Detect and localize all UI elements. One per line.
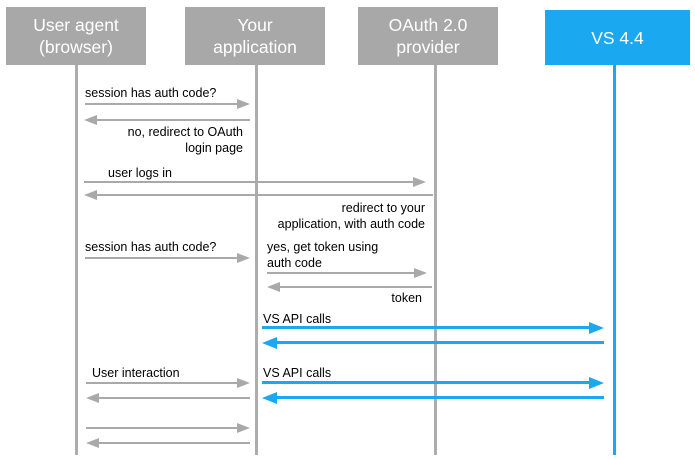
message-line xyxy=(262,381,591,384)
actor-label: User agent (browser) xyxy=(33,15,119,57)
actor-box-your-application: Your application xyxy=(185,7,325,65)
actor-label: OAuth 2.0 provider xyxy=(388,15,468,57)
message-label: VS API calls xyxy=(263,312,332,326)
message-label: token xyxy=(391,291,422,305)
arrowhead-icon xyxy=(262,337,277,349)
arrowhead-icon xyxy=(237,253,250,263)
actor-label: VS 4.4 xyxy=(591,27,644,48)
message-line xyxy=(275,396,604,399)
arrowhead-icon xyxy=(589,322,604,334)
message-label: session has auth code? xyxy=(85,86,217,100)
arrowhead-icon xyxy=(237,423,250,433)
message-line xyxy=(95,194,433,196)
message-label: user logs in xyxy=(108,166,172,180)
lifeline-vs-4-4 xyxy=(612,65,616,455)
message-line xyxy=(275,341,604,344)
lifeline-your-application xyxy=(254,65,258,455)
message-label: User interaction xyxy=(92,366,180,380)
message-label: yes, get token using auth code xyxy=(267,240,379,270)
arrowhead-icon xyxy=(86,393,99,403)
arrowhead-icon xyxy=(589,377,604,389)
message-line xyxy=(97,397,250,399)
arrowhead-icon xyxy=(86,438,99,448)
actor-box-vs-4-4: VS 4.4 xyxy=(545,10,690,65)
arrowhead-icon xyxy=(413,177,426,187)
arrowhead-icon xyxy=(237,378,250,388)
arrowhead-icon xyxy=(237,99,250,109)
arrowhead-icon xyxy=(267,282,280,292)
lifeline-oauth-provider xyxy=(433,65,437,455)
arrowhead-icon xyxy=(262,392,277,404)
actor-box-oauth-provider: OAuth 2.0 provider xyxy=(358,7,498,65)
arrowhead-icon xyxy=(84,190,97,200)
message-line xyxy=(95,119,250,121)
message-line xyxy=(84,181,415,183)
message-line xyxy=(86,427,239,429)
message-line xyxy=(267,272,416,274)
lifeline-user-agent xyxy=(74,65,78,455)
arrowhead-icon xyxy=(414,268,427,278)
message-line xyxy=(97,442,250,444)
message-label: session has auth code? xyxy=(85,240,217,254)
message-line xyxy=(85,103,239,105)
actor-box-user-agent: User agent (browser) xyxy=(6,7,146,65)
message-line xyxy=(86,382,239,384)
message-line xyxy=(85,257,239,259)
arrowhead-icon xyxy=(84,115,97,125)
message-line xyxy=(262,326,591,329)
message-line xyxy=(278,286,432,288)
actor-label: Your application xyxy=(213,15,297,57)
message-label: redirect to your application, with auth … xyxy=(277,201,425,231)
message-label: no, redirect to OAuth login page xyxy=(127,125,243,155)
message-label: VS API calls xyxy=(263,366,332,380)
